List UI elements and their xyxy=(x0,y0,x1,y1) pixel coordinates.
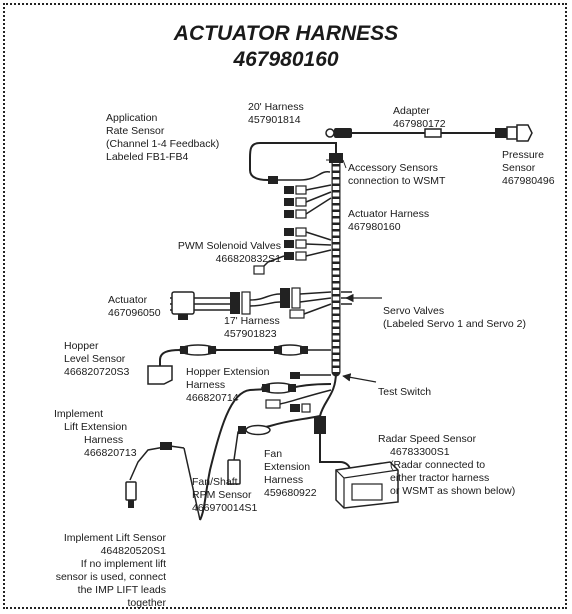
label-actuator: Actuator 467096050 xyxy=(108,294,161,319)
label-hopper-extension-harness: Hopper Extension Harness 466820714 xyxy=(186,366,270,404)
label-hopper-level-sensor: Hopper Level Sensor 466820720S3 xyxy=(64,340,130,378)
pwm-connectors xyxy=(253,227,332,275)
label-twenty-foot-harness: 20' Harness 457901814 xyxy=(248,101,304,126)
lift-sensor-shape xyxy=(125,481,137,501)
rate-sensor-connectors xyxy=(268,171,332,219)
actuator-shape xyxy=(171,291,195,315)
main-trunk-harness xyxy=(319,153,343,417)
label-servo-valves: Servo Valves (Labeled Servo 1 and Servo … xyxy=(383,305,527,330)
fan-rpm-sensor-shape xyxy=(227,459,241,485)
label-implement-lift-extension: Implement Lift Extension Harness 4668207… xyxy=(54,408,137,459)
test-switch-leads xyxy=(290,372,377,383)
label-radar-speed-sensor: Radar Speed Sensor 46783300S1 (Radar con… xyxy=(378,433,516,497)
label-fan-shaft-rpm-sensor: Fan/Shaft RPM Sensor 466970014S1 xyxy=(192,476,258,514)
label-pwm-solenoid-valves: PWM Solenoid Valves 466820832S1 xyxy=(177,240,281,265)
leader-lines xyxy=(326,159,347,169)
hopper-branch xyxy=(147,344,331,385)
label-fan-extension-harness: Fan Extension Harness 459680922 xyxy=(264,448,317,499)
diagram-part-number: 467980160 xyxy=(233,48,339,71)
label-accessory-sensors: Accessory Sensors connection to WSMT xyxy=(348,162,446,187)
diagram-title: ACTUATOR HARNESS xyxy=(173,22,399,45)
hopper-sensor-shape xyxy=(147,365,173,385)
accessory-connector xyxy=(329,153,343,163)
label-test-switch: Test Switch xyxy=(378,386,432,398)
label-actuator-harness: Actuator Harness 467980160 xyxy=(348,208,430,233)
pressure-sensor-shape xyxy=(506,124,533,142)
implement-lift-branch xyxy=(125,382,332,521)
label-seventeen-foot-harness: 17' Harness 457901823 xyxy=(224,315,280,340)
label-pressure-sensor: Pressure Sensor 467980496 xyxy=(502,149,555,187)
label-implement-lift-sensor: Implement Lift Sensor 464820520S1 If no … xyxy=(55,532,166,609)
radar-branch xyxy=(314,416,399,509)
actuator-harness-branch xyxy=(170,287,332,320)
diagram-border xyxy=(3,3,567,609)
servo-leads xyxy=(341,291,382,305)
label-adapter: Adapter 467980172 xyxy=(393,105,446,130)
twenty-foot-harness xyxy=(249,128,507,181)
label-application-rate-sensor: Application Rate Sensor (Channel 1-4 Fee… xyxy=(106,112,220,163)
